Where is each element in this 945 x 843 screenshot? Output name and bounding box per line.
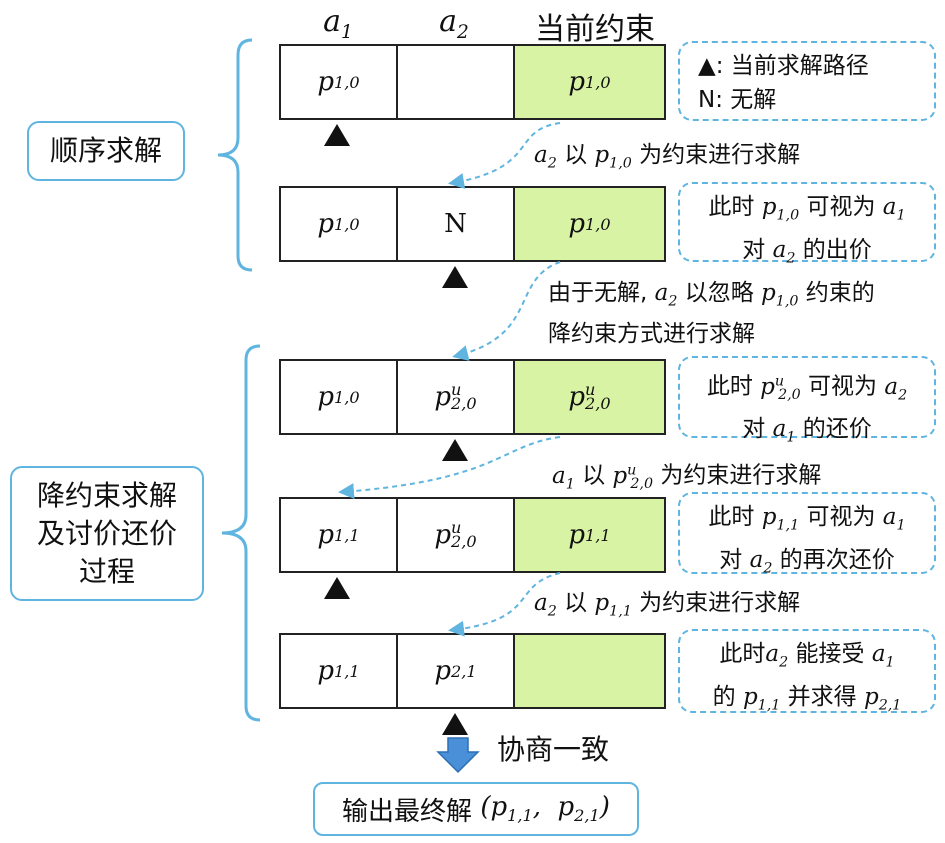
down-arrow-icon [436,737,480,774]
solve-path-marker [324,124,350,146]
solve-path-marker [442,439,468,461]
final-output-box: 输出最终解 (p1,1, p2,1) [313,782,639,836]
flow-step-3-text: a1 以 pu2,0 为约束进行求解 [552,462,822,493]
flow-arrow-1 [448,122,561,189]
solve-path-marker [324,577,350,599]
legend-box: ▲: 当前求解路径 N: 无解 [678,41,936,121]
cell-a2-value: N [398,188,515,260]
flow-arrow-2 [452,261,561,361]
brace-relaxed [221,344,261,722]
phase-relaxed-bargaining: 降约束求解 及讨价还价 过程 [10,466,204,601]
header-a1: a1 [323,4,353,43]
note-acceptance: 此时a2 能接受 a1 的 p1,1 并求得 p2,1 [678,629,936,713]
flow-step-4-text: a2 以 p1,1 为约束进行求解 [534,590,801,620]
header-a2: a2 [439,4,469,43]
cell-current-constraint [515,635,664,707]
cell-a2-value [398,46,515,118]
phase-sequential-solve: 顺序求解 [27,121,185,181]
note-counter-offer: 此时 pu2,0 可视为 a2 对 a1 的还价 [678,356,936,446]
brace-sequential [217,38,253,272]
flow-step-2-text: 由于无解, a2 以忽略 p1,0 约束的 降约束方式进行求解 [548,280,875,347]
flow-step-1-text: a2 以 p1,0 为约束进行求解 [534,142,801,172]
solve-path-marker [442,266,468,288]
consensus-label: 协商一致 [497,733,610,766]
solve-path-marker [442,713,468,735]
flow-arrow-4 [448,572,561,637]
header-current-constraint: 当前约束 [535,12,655,47]
flow-arrow-3 [338,436,561,500]
note-offer: 此时 p1,0 可视为 a1 对 a2 的出价 [678,182,936,266]
note-re-counter-offer: 此时 p1,1 可视为 a1 对 a2 的再次还价 [678,492,936,576]
